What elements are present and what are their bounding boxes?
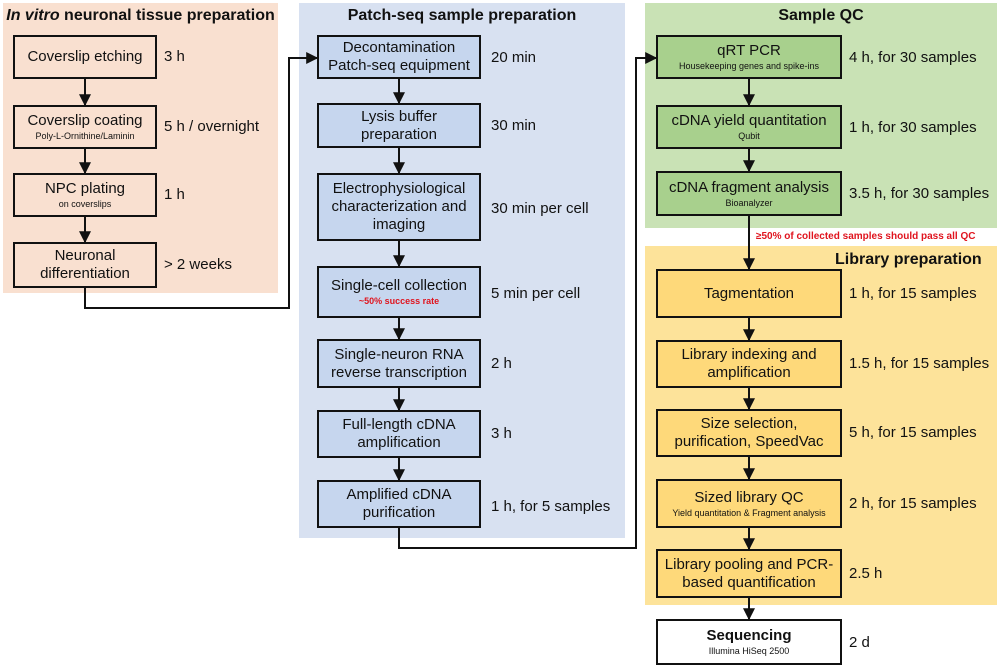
step-label: Size selection, purification, SpeedVac (674, 415, 824, 450)
step-label: Single-neuron RNA reverse transcription (331, 345, 467, 381)
step-label: Decontamination Patch-seq equipment (328, 39, 470, 74)
duration-cdna-purification: 1 h, for 5 samples (491, 498, 611, 515)
step-cdna-purification: Amplified cDNA purification (317, 480, 481, 528)
duration-coverslip-etching: 3 h (164, 48, 185, 65)
duration-lysis-buffer: 30 min (491, 117, 537, 134)
step-sublabel: on coverslips (58, 199, 112, 210)
step-size-selection: Size selection, purification, SpeedVac (656, 409, 842, 457)
step-sublabel: Bioanalyzer (725, 197, 773, 208)
step-sublabel: Poly-L-Ornithine/Laminin (35, 131, 135, 142)
step-tagmentation: Tagmentation (656, 269, 842, 318)
duration-decontamination: 20 min (491, 49, 537, 66)
step-cdna-yield: cDNA yield quantitation Qubit (656, 105, 842, 149)
step-lysis-buffer: Lysis buffer preparation (317, 103, 481, 148)
qc-pass-note: ≥50% of collected samples should pass al… (756, 231, 976, 242)
step-sublabel: ~50% success rate (358, 296, 440, 307)
step-label: cDNA yield quantitation (671, 112, 827, 130)
duration-single-cell-collection: 5 min per cell (491, 285, 581, 302)
step-neuronal-differentiation: Neuronal differentiation (13, 242, 157, 288)
step-label: Electrophysiological characterization an… (331, 180, 467, 233)
step-coverslip-etching: Coverslip etching (13, 35, 157, 79)
step-coverslip-coating: Coverslip coating Poly-L-Ornithine/Lamin… (13, 105, 157, 149)
step-sublabel: Housekeeping genes and spike-ins (678, 61, 820, 72)
step-qrt-pcr: qRT PCR Housekeeping genes and spike-ins (656, 35, 842, 79)
step-label: Full-length cDNA amplification (342, 416, 456, 451)
step-sublabel: Qubit (738, 131, 760, 142)
duration-library-indexing: 1.5 h, for 15 samples (849, 355, 990, 372)
step-label: NPC plating (44, 180, 126, 198)
panel-qc-title: Sample QC (778, 7, 864, 24)
step-label: Sized library QC (694, 488, 804, 506)
step-npc-plating: NPC plating on coverslips (13, 173, 157, 217)
duration-electrophysiology: 30 min per cell (491, 200, 589, 217)
duration-npc-plating: 1 h (164, 186, 185, 203)
step-library-pooling: Library pooling and PCR-based quantifica… (656, 549, 842, 598)
step-label: Library pooling and PCR-based quantifica… (664, 555, 834, 591)
duration-cdna-fragment-analysis: 3.5 h, for 30 samples (849, 185, 990, 202)
step-decontamination: Decontamination Patch-seq equipment (317, 35, 481, 79)
step-label: Coverslip coating (27, 112, 143, 130)
step-label: Amplified cDNA purification (346, 486, 452, 521)
step-reverse-transcription: Single-neuron RNA reverse transcription (317, 339, 481, 388)
step-label: Lysis buffer preparation (361, 107, 437, 143)
duration-cdna-yield: 1 h, for 30 samples (849, 119, 977, 136)
step-sublabel: Illumina HiSeq 2500 (708, 646, 790, 657)
duration-reverse-transcription: 2 h (491, 355, 512, 372)
step-single-cell-collection: Single-cell collection ~50% success rate (317, 266, 481, 318)
duration-sequencing: 2 d (849, 634, 870, 651)
step-label: Sequencing (706, 627, 792, 645)
step-label: Library indexing and amplification (681, 346, 817, 381)
panel-tissue-title-italic: In vitro (6, 7, 60, 24)
step-library-indexing: Library indexing and amplification (656, 340, 842, 388)
step-label: Neuronal differentiation (40, 247, 130, 282)
step-label: qRT PCR (717, 42, 781, 60)
panel-library-title: Library preparation (835, 251, 982, 268)
panel-tissue-title: In vitro neuronal tissue preparation (3, 7, 278, 25)
duration-neuronal-differentiation: > 2 weeks (164, 256, 232, 273)
duration-coverslip-coating: 5 h / overnight (164, 118, 260, 135)
step-label: Single-cell collection (331, 277, 467, 295)
step-cdna-amplification: Full-length cDNA amplification (317, 410, 481, 458)
duration-library-pooling: 2.5 h (849, 565, 883, 582)
duration-cdna-amplification: 3 h (491, 425, 512, 442)
step-label: Tagmentation (703, 284, 795, 302)
panel-tissue-title-rest: neuronal tissue preparation (59, 7, 275, 24)
step-sized-library-qc: Sized library QC Yield quantitation & Fr… (656, 479, 842, 528)
step-label: Coverslip etching (27, 48, 143, 65)
duration-size-selection: 5 h, for 15 samples (849, 424, 977, 441)
step-sublabel: Yield quantitation & Fragment analysis (672, 507, 826, 518)
panel-patchseq-title: Patch-seq sample preparation (347, 7, 577, 24)
duration-tagmentation: 1 h, for 15 samples (849, 285, 977, 302)
duration-sized-library-qc: 2 h, for 15 samples (849, 495, 977, 512)
step-sequencing: Sequencing Illumina HiSeq 2500 (656, 619, 842, 665)
step-cdna-fragment-analysis: cDNA fragment analysis Bioanalyzer (656, 171, 842, 216)
step-label: cDNA fragment analysis (668, 178, 830, 196)
duration-qrt-pcr: 4 h, for 30 samples (849, 49, 977, 66)
step-electrophysiology: Electrophysiological characterization an… (317, 173, 481, 241)
